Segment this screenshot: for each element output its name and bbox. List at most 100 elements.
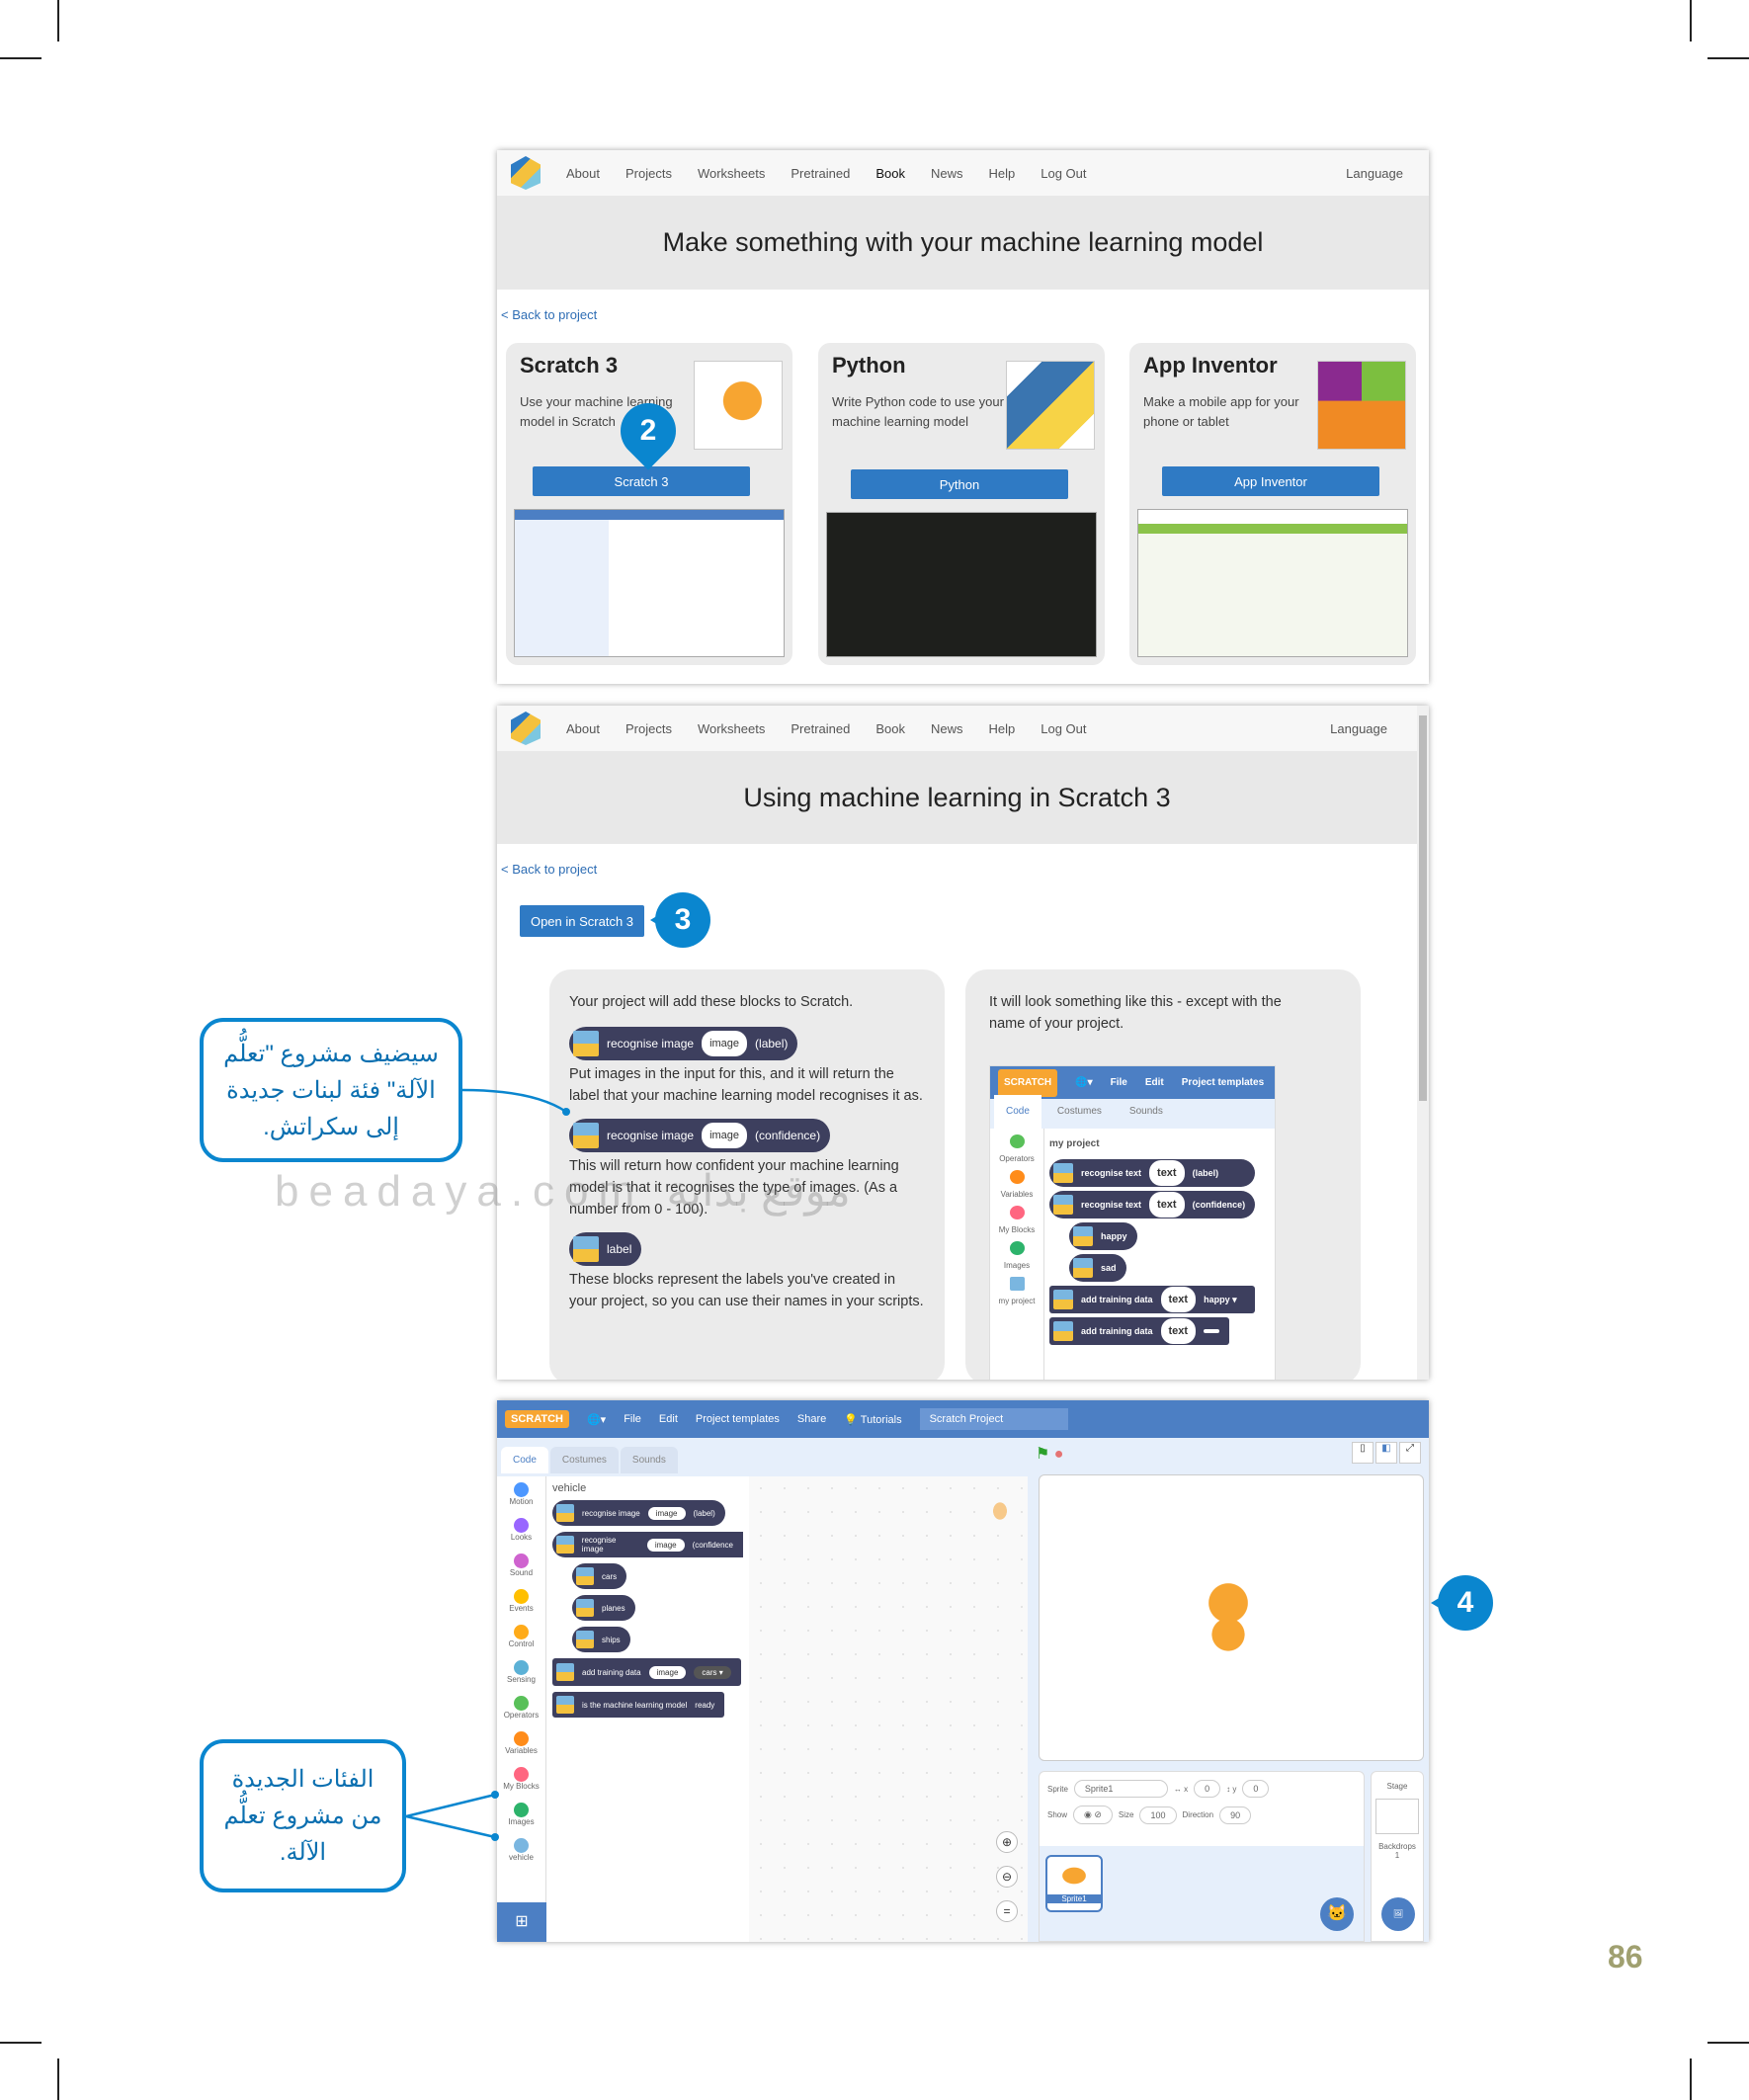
tab-sounds[interactable]: Sounds <box>1128 1106 1163 1117</box>
code-workspace[interactable]: ⊕ ⊖ = <box>749 1476 1028 1942</box>
nav-pretrained[interactable]: Pretrained <box>791 165 851 181</box>
category-my-project[interactable]: my project <box>990 1277 1043 1312</box>
category-images[interactable]: Images <box>497 1803 545 1838</box>
nav-projects[interactable]: Projects <box>625 165 672 181</box>
choose-sprite-button[interactable]: 🐱 <box>1320 1897 1354 1931</box>
scratch-logo[interactable]: SCRATCH <box>505 1410 569 1428</box>
direction-input[interactable]: 90 <box>1219 1806 1252 1824</box>
app-inventor-button[interactable]: App Inventor <box>1162 466 1379 496</box>
stage[interactable] <box>1039 1474 1424 1761</box>
label-block-planes[interactable]: planes <box>572 1595 635 1621</box>
globe-icon[interactable]: 🌐▾ <box>1075 1076 1093 1088</box>
small-stage-icon[interactable]: ▯ <box>1352 1442 1374 1464</box>
sprite-name-input[interactable]: Sprite1 <box>1073 1780 1168 1798</box>
y-input[interactable]: 0 <box>1242 1780 1270 1798</box>
nav-help[interactable]: Help <box>988 165 1016 181</box>
category-images[interactable]: Images <box>990 1241 1043 1277</box>
category-motion[interactable]: Motion <box>497 1482 545 1518</box>
nav-worksheets[interactable]: Worksheets <box>697 165 766 181</box>
nav-worksheets[interactable]: Worksheets <box>697 720 766 736</box>
category-my-blocks[interactable]: My Blocks <box>990 1206 1043 1241</box>
globe-icon[interactable]: 🌐▾ <box>586 1413 607 1426</box>
menu-share[interactable]: Share <box>796 1413 827 1425</box>
category-label: Operators <box>503 1711 540 1720</box>
scratch3-button[interactable]: Scratch 3 <box>533 466 750 496</box>
category-variables[interactable]: Variables <box>990 1170 1043 1206</box>
nav-book[interactable]: Book <box>875 720 905 736</box>
category-events[interactable]: Events <box>497 1589 545 1625</box>
tab-costumes[interactable]: Costumes <box>1056 1106 1102 1117</box>
large-stage-icon[interactable]: ◧ <box>1375 1442 1397 1464</box>
tab-code[interactable]: Code <box>994 1095 1041 1129</box>
nav-help[interactable]: Help <box>988 720 1016 736</box>
nav-news[interactable]: News <box>930 165 963 181</box>
category-sound[interactable]: Sound <box>497 1554 545 1589</box>
add-extension-button[interactable]: ⊞ <box>497 1902 546 1942</box>
python-button[interactable]: Python <box>851 469 1068 499</box>
nav-news[interactable]: News <box>930 720 963 736</box>
project-title-input[interactable]: Scratch Project <box>919 1408 1068 1430</box>
scratch-cat-sprite[interactable] <box>1196 1579 1261 1658</box>
stage-thumbnail[interactable] <box>1375 1799 1419 1834</box>
green-flag-icon[interactable]: ⚑ ● <box>1036 1446 1064 1463</box>
menu-edit[interactable]: Edit <box>1144 1076 1164 1088</box>
menu-file[interactable]: File <box>1110 1076 1127 1088</box>
sprite-thumbnail[interactable]: Sprite1 <box>1045 1855 1103 1912</box>
category-variables[interactable]: Variables <box>497 1731 545 1767</box>
scrollbar[interactable] <box>1417 706 1429 1380</box>
nav-book[interactable]: Book <box>875 165 905 181</box>
nav-projects[interactable]: Projects <box>625 720 672 736</box>
menu-tutorials[interactable]: 💡 Tutorials <box>844 1413 902 1426</box>
label-block-cars[interactable]: cars <box>572 1563 627 1589</box>
language-menu[interactable]: Language <box>1346 165 1403 181</box>
menu-edit[interactable]: Edit <box>658 1413 678 1425</box>
menu-project-templates[interactable]: Project templates <box>695 1413 780 1425</box>
zoom-in-icon[interactable]: ⊕ <box>996 1831 1018 1853</box>
block3-description: These blocks represent the labels you've… <box>569 1272 924 1309</box>
tab-sounds[interactable]: Sounds <box>620 1447 678 1473</box>
category-vehicle[interactable]: vehicle <box>497 1838 545 1874</box>
category-looks[interactable]: Looks <box>497 1518 545 1554</box>
nav-logout[interactable]: Log Out <box>1041 165 1087 181</box>
show-toggle[interactable]: ◉ ⊘ <box>1073 1806 1113 1824</box>
nav-pretrained[interactable]: Pretrained <box>791 720 851 736</box>
nav-logout[interactable]: Log Out <box>1041 720 1087 736</box>
back-to-project-link[interactable]: < Back to project <box>501 307 598 322</box>
tab-code[interactable]: Code <box>501 1447 548 1473</box>
nav-about[interactable]: About <box>566 720 600 736</box>
ml4k-logo[interactable] <box>511 712 541 745</box>
ml4k-logo[interactable] <box>511 156 541 190</box>
category-control[interactable]: Control <box>497 1625 545 1660</box>
menu-project-templates[interactable]: Project templates <box>1181 1076 1265 1088</box>
size-input[interactable]: 100 <box>1139 1806 1177 1824</box>
back-to-project-link[interactable]: < Back to project <box>501 862 598 877</box>
open-in-scratch3-button[interactable]: Open in Scratch 3 <box>520 905 644 937</box>
card-title: Scratch 3 <box>520 353 619 378</box>
palette-block[interactable]: sad <box>1069 1254 1126 1282</box>
language-menu[interactable]: Language <box>1330 720 1387 736</box>
tab-costumes[interactable]: Costumes <box>549 1447 619 1473</box>
zoom-reset-icon[interactable]: = <box>996 1900 1018 1922</box>
zoom-out-icon[interactable]: ⊖ <box>996 1866 1018 1888</box>
fullscreen-icon[interactable]: ⤢ <box>1399 1442 1421 1464</box>
label-block-ships[interactable]: ships <box>572 1627 630 1652</box>
category-operators[interactable]: Operators <box>990 1134 1043 1170</box>
menu-file[interactable]: File <box>624 1413 641 1425</box>
palette-block[interactable]: happy <box>1069 1222 1137 1250</box>
category-sensing[interactable]: Sensing <box>497 1660 545 1696</box>
nav-about[interactable]: About <box>566 165 600 181</box>
choose-backdrop-button[interactable]: 🖼 <box>1381 1897 1415 1931</box>
x-input[interactable]: 0 <box>1194 1780 1221 1798</box>
category-my-blocks[interactable]: My Blocks <box>497 1767 545 1803</box>
category-operators[interactable]: Operators <box>497 1696 545 1731</box>
label-block: label <box>569 1232 642 1266</box>
